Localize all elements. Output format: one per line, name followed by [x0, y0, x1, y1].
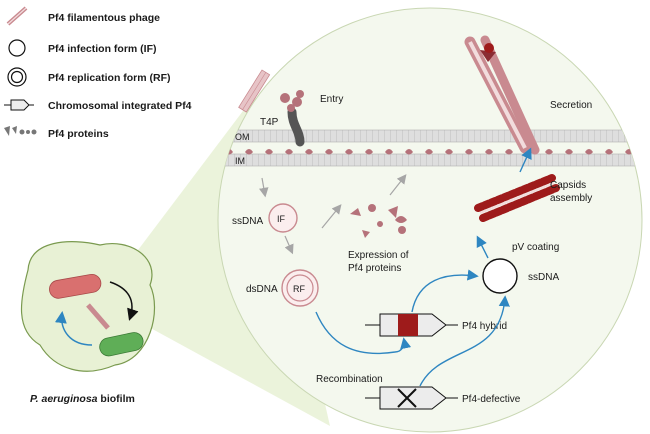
legend-label-4: Pf4 proteins [48, 128, 109, 140]
recombination-label: Recombination [316, 374, 383, 385]
pf4-hybrid-label: Pf4 hybrid [462, 321, 507, 332]
black-curved-arrow [109, 281, 139, 321]
membrane-protein [485, 149, 493, 155]
om-label: OM [235, 132, 250, 142]
blue-arrow-recomb-to-hybrid [394, 337, 412, 353]
blue-curved-arrow-biofilm [54, 311, 93, 346]
outer-membrane [218, 129, 642, 143]
membrane-protein [605, 149, 613, 155]
legend-label-3: Chromosomal integrated Pf4 [48, 100, 192, 112]
expression-label-2: Pf4 proteins [348, 263, 401, 274]
inner-membrane [218, 153, 642, 167]
green-bacterium [99, 332, 144, 357]
capsids-label-1: Capsids [550, 180, 586, 191]
membrane-protein [405, 149, 413, 155]
blue-arrow-rf-to-recomb [315, 311, 396, 355]
secreting-phage [464, 35, 540, 155]
if-circle [268, 203, 298, 233]
gray-arrow-down [259, 177, 269, 198]
entry-proteins [280, 90, 304, 112]
blue-arrow-ssdna [476, 235, 489, 259]
capsid-assembly [474, 174, 560, 222]
gray-arrow-up [389, 174, 407, 196]
membrane-protein [545, 149, 553, 155]
infection-form-icon [8, 39, 26, 57]
membrane-protein [585, 149, 593, 155]
dsdna-label: dsDNA [246, 284, 278, 295]
pv-coating-label: pV coating [512, 242, 559, 253]
if-label: IF [277, 214, 286, 224]
membrane-protein [285, 149, 293, 155]
membrane-protein [305, 149, 313, 155]
rf-label: RF [293, 284, 305, 294]
expressed-proteins [350, 204, 407, 238]
membrane-region [218, 129, 650, 167]
biofilm-label: P. aeruginosa biofilm [30, 393, 135, 405]
membrane-protein [645, 149, 650, 155]
t4p-label: T4P [260, 117, 279, 128]
gray-arrow-expression [321, 204, 342, 229]
membrane-protein [365, 149, 373, 155]
filamentous-phage-icon [6, 6, 28, 26]
replication-form-icon [7, 67, 27, 87]
pf4-proteins-icon [4, 126, 37, 136]
legend-label-1: Pf4 infection form (IF) [48, 43, 157, 55]
blue-arrow-defective-to-ssdna [419, 295, 510, 387]
membrane-protein [425, 149, 433, 155]
ssdna-left-label: ssDNA [232, 216, 263, 227]
blue-arrow-capsid [519, 147, 532, 173]
entry-label: Entry [320, 94, 343, 105]
red-bacterium [49, 273, 102, 299]
pf4-defective-label: Pf4-defective [462, 394, 521, 405]
blue-arrow-hybrid-to-ssdna [411, 269, 479, 313]
legend: Pf4 filamentous phage Pf4 infection form… [4, 6, 192, 140]
biofilm-label-rest: biofilm [98, 393, 135, 405]
t4p-pilus [287, 107, 305, 147]
membrane-protein [345, 149, 353, 155]
membrane-protein [245, 149, 253, 155]
gray-arrow-if-rf [284, 235, 294, 255]
ssdna-circle [482, 258, 518, 294]
secretion-label: Secretion [550, 100, 592, 111]
membrane-protein [505, 149, 513, 155]
rf-inner-circle [286, 274, 314, 302]
entering-phage [238, 69, 271, 113]
biofilm-label-italic: P. aeruginosa [30, 393, 98, 405]
legend-label-2: Pf4 replication form (RF) [48, 72, 171, 84]
legend-label-0: Pf4 filamentous phage [48, 12, 160, 24]
biofilm-phage [86, 303, 110, 330]
membrane-protein [265, 149, 273, 155]
membrane-protein [325, 149, 333, 155]
membrane-protein [465, 149, 473, 155]
pf4-defective-gene [365, 386, 458, 410]
expression-label-1: Expression of [348, 250, 409, 261]
pf4-hybrid-gene [365, 313, 458, 337]
im-label: IM [235, 156, 245, 166]
capsids-label-2: assembly [550, 193, 592, 204]
ssdna-right-label: ssDNA [528, 272, 559, 283]
membrane-protein [445, 149, 453, 155]
chromosomal-integrated-icon [4, 99, 34, 111]
membrane-protein [565, 149, 573, 155]
membrane-proteins [225, 149, 650, 155]
membrane-protein [385, 149, 393, 155]
